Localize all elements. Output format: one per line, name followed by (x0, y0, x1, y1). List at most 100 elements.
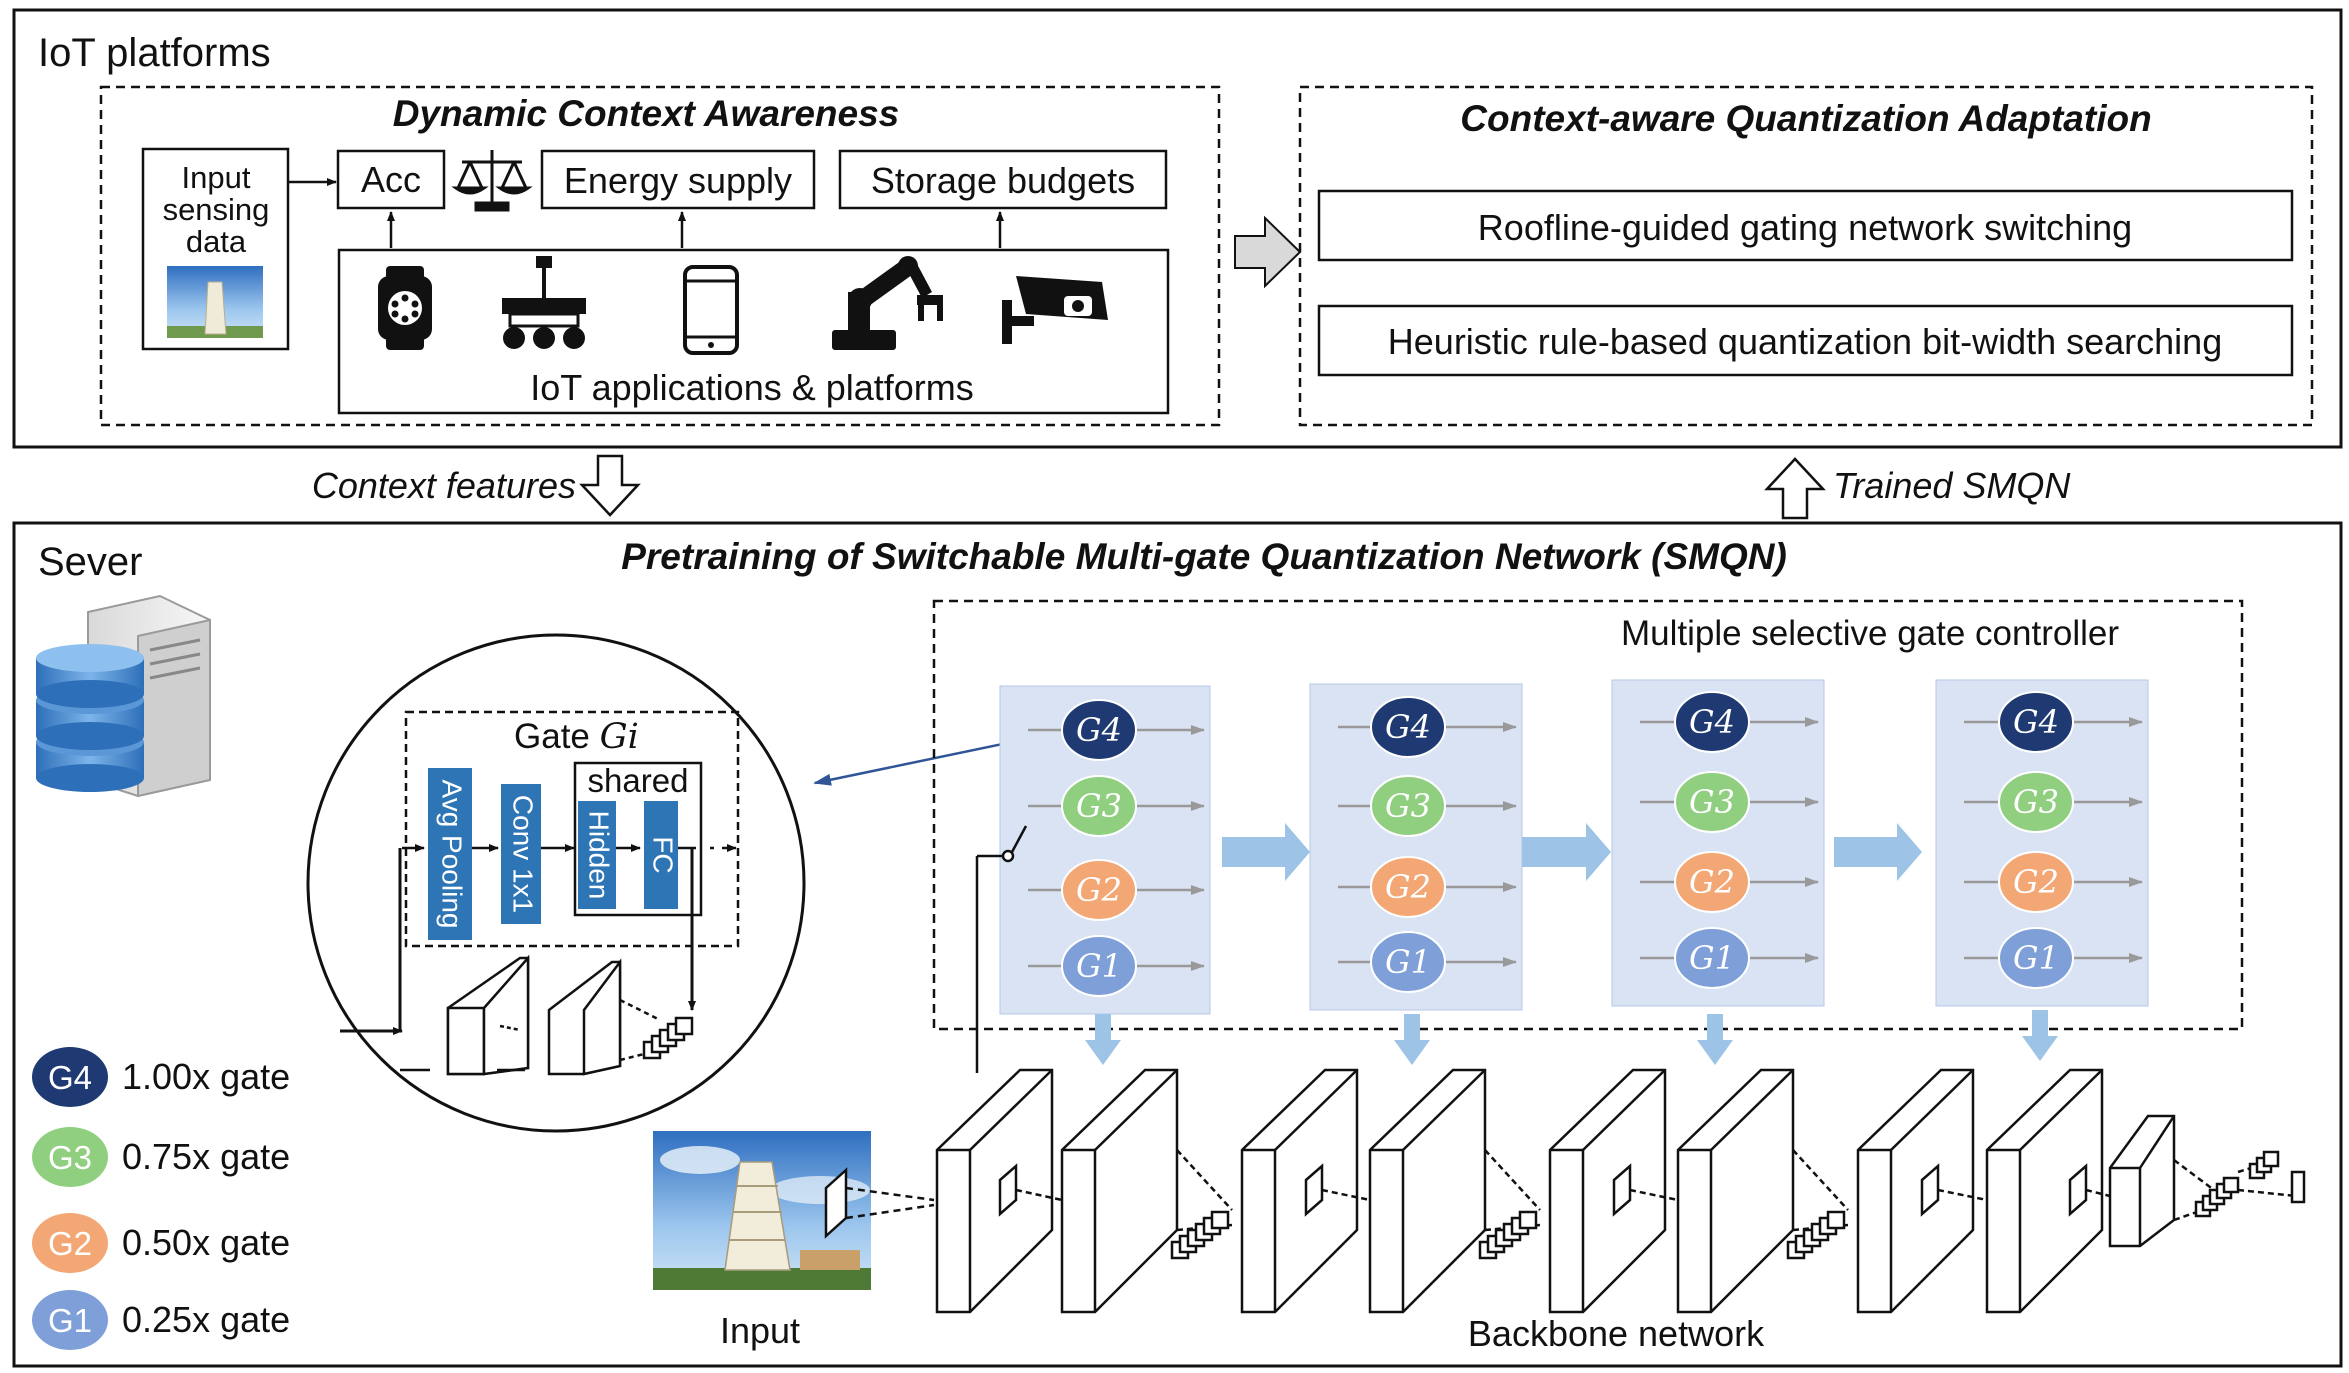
gate-feature-maps (400, 954, 694, 1076)
legend-gate-id: G1 (48, 1302, 92, 1339)
gate-switch (975, 825, 1028, 1073)
gate-node-g1 (1370, 931, 1446, 993)
storage-budgets-label: Storage budgets (871, 160, 1135, 201)
energy-supply-label: Energy supply (564, 160, 792, 201)
energy-supply-box (540, 149, 816, 210)
gate-controller-box (932, 599, 2244, 1031)
robot-arm-icon (832, 256, 943, 350)
gate-block-hidden: Hidden (578, 801, 616, 909)
gate-node-g4 (1674, 691, 1750, 753)
legend-gate-id: G4 (48, 1059, 92, 1096)
server-panel (12, 521, 2343, 1368)
pretrain-title: Pretraining of Switchable Multi-gate Qua… (621, 536, 1787, 577)
input-sensing-box (141, 147, 290, 351)
bitwidth-searching-box (1317, 304, 2294, 377)
input-label: Input (720, 1310, 800, 1351)
gate-node-label: G1 (1689, 939, 1735, 977)
flow-arrow-right (1234, 215, 1302, 289)
gate-node-label: G1 (1076, 947, 1122, 985)
legend-item-g2: G2 0.50x gate (32, 1213, 290, 1273)
gate-node-label: G1 (2013, 939, 2059, 977)
legend-item-g3: G3 0.75x gate (32, 1127, 290, 1187)
legend-swatch (32, 1127, 108, 1187)
robot-rover-icon (502, 256, 586, 349)
gate-node-label: G2 (1385, 868, 1431, 906)
legend-gate-label: 0.50x gate (122, 1222, 290, 1263)
shared-box (573, 761, 703, 917)
backbone-layers (824, 1068, 2306, 1314)
security-camera-icon (1002, 276, 1108, 344)
gate-node-g4 (1061, 699, 1137, 761)
gate-node-g3 (1061, 775, 1137, 837)
dca-title: Dynamic Context Awareness (393, 93, 900, 134)
gate-node-g2 (1674, 851, 1750, 913)
gate-node-label: G4 (1689, 703, 1735, 741)
legend-gate-label: 0.75x gate (122, 1136, 290, 1177)
panel-down-arrows (1085, 1010, 2058, 1065)
gate-node-g4 (1370, 696, 1446, 758)
legend-gate-id: G2 (48, 1225, 92, 1262)
gate-node-g1 (1998, 927, 2074, 989)
iot-panel (12, 8, 2343, 449)
gate-node-label: G4 (1076, 711, 1122, 749)
fc-label: FC (648, 836, 679, 873)
roofline-switching-label: Roofline-guided gating network switching (1478, 207, 2132, 248)
gate-node-g1 (1061, 935, 1137, 997)
gate-node-g3 (1370, 775, 1446, 837)
conv-label: Conv 1x1 (508, 795, 539, 913)
input-sensing-line3: data (186, 224, 247, 259)
input-sensing-line2: sensing (163, 192, 270, 227)
gate-node-label: G2 (1076, 871, 1122, 909)
legend-item-g1: G1 0.25x gate (32, 1290, 290, 1350)
smartphone-icon (683, 265, 739, 355)
bitwidth-searching-label: Heuristic rule-based quantization bit-wi… (1388, 321, 2222, 362)
gate-detail-circle (306, 633, 806, 1133)
gate-node-g3 (1998, 771, 2074, 833)
gate-block-fc: FC (644, 801, 679, 909)
panel-flow-arrows (1222, 823, 1922, 881)
legend-swatch (32, 1290, 108, 1350)
gate-node-g2 (1998, 851, 2074, 913)
gate-node-label: G2 (2013, 863, 2059, 901)
legend-item-g4: G4 1.00x gate (32, 1047, 290, 1107)
legend-gate-label: 0.25x gate (122, 1299, 290, 1340)
gate-node-g3 (1674, 771, 1750, 833)
iot-apps-label: IoT applications & platforms (530, 367, 974, 408)
server-panel-title: Sever (38, 540, 143, 584)
gate-block-conv: Conv 1x1 (501, 784, 541, 924)
legend-gate-label: 1.00x gate (122, 1056, 290, 1097)
cqa-title: Context-aware Quantization Adaptation (1460, 98, 2151, 139)
gate-node-g2 (1061, 859, 1137, 921)
gate-node-g4 (1998, 691, 2074, 753)
legend-swatch (32, 1213, 108, 1273)
smartwatch-icon (378, 266, 432, 350)
gate-node-g2 (1370, 856, 1446, 918)
gate-node-label: G3 (1385, 787, 1431, 825)
roofline-switching-box (1317, 189, 2294, 262)
storage-budgets-box (838, 149, 1168, 210)
gate-block-avg-pooling: Avg Pooling (428, 768, 472, 940)
backbone-label: Backbone network (1468, 1313, 1765, 1354)
acc-label: Acc (361, 159, 421, 200)
iot-apps-box (337, 248, 1170, 415)
input-sensing-line1: Input (182, 160, 251, 195)
balance-scale-icon (451, 150, 533, 212)
gate-node-g1 (1674, 927, 1750, 989)
shared-label: shared (588, 762, 689, 799)
acc-box (336, 149, 446, 210)
gate-node-label: G1 (1385, 943, 1431, 981)
legend-gate-id: G3 (48, 1139, 92, 1176)
avg-pooling-label: Avg Pooling (437, 780, 468, 929)
gate-node-label: G3 (1689, 783, 1735, 821)
tower-photo-icon (167, 266, 263, 338)
legend-swatch (32, 1047, 108, 1107)
gate-node-label: G3 (1076, 787, 1122, 825)
gate-title: Gate Gi (514, 717, 639, 757)
